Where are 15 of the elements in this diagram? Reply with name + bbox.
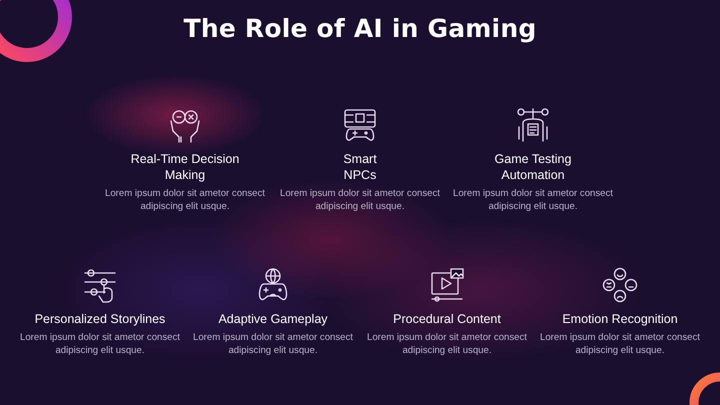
feature-heading: Adaptive Gameplay — [217, 311, 329, 327]
feature-heading: Personalized Storylines — [34, 311, 166, 327]
feature-heading: Procedural Content — [392, 311, 502, 327]
feature-description: Lorem ipsum dolor sit ametor consect adipiscing elit usque. — [193, 331, 353, 357]
feature-description: Lorem ipsum dolor sit ametor consect adipiscing elit usque. — [540, 331, 700, 357]
feature-description: Lorem ipsum dolor sit ametor consect adipiscing elit usque. — [20, 331, 180, 357]
feature-heading: Real-Time Decision Making — [130, 151, 240, 183]
feature-description: Lorem ipsum dolor sit ametor consect adipiscing elit usque. — [453, 187, 613, 213]
slide-title: The Role of AI in Gaming — [184, 14, 536, 43]
feature-description: Lorem ipsum dolor sit ametor consect adipiscing elit usque. — [105, 187, 265, 213]
feature-description: Lorem ipsum dolor sit ametor consect adipiscing elit usque. — [367, 331, 527, 357]
feature-description: Lorem ipsum dolor sit ametor consect adipiscing elit usque. — [280, 187, 440, 213]
feature-heading: Smart NPCs — [342, 151, 378, 183]
feature-heading: Emotion Recognition — [561, 311, 679, 327]
feature-heading: Game Testing Automation — [494, 151, 572, 183]
